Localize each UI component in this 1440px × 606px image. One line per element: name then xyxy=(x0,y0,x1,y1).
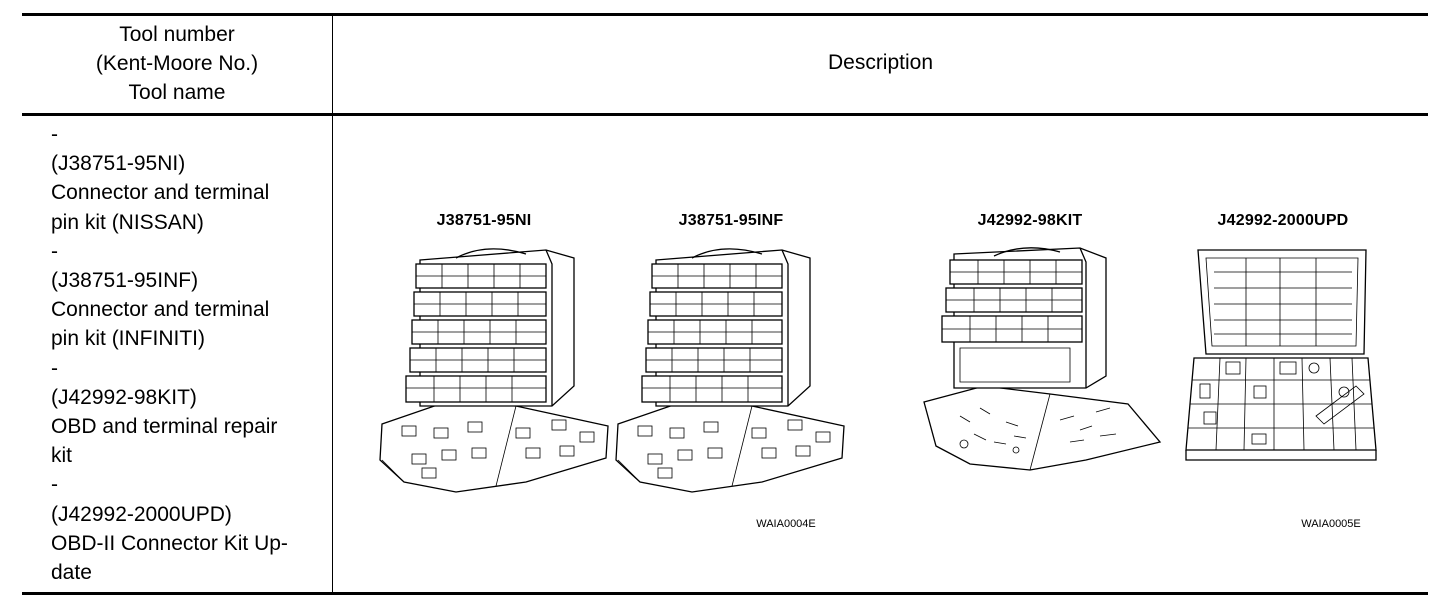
tool-line: pin kit (NISSAN) xyxy=(51,210,204,234)
tool-line: date xyxy=(51,561,92,585)
tool-list: - (J38751-95NI) Connector and terminal p… xyxy=(51,120,321,587)
connector-tray-illustration xyxy=(1185,249,1377,461)
figure-label-j42992-2000upd: J42992-2000UPD xyxy=(1217,212,1349,229)
tool-column-header: Tool number (Kent-Moore No.) Tool name xyxy=(22,20,332,107)
figure-label-j38751-95ni: J38751-95NI xyxy=(436,212,532,229)
tool-line: (J38751-95NI) xyxy=(51,152,186,176)
tool-line: - xyxy=(51,239,58,263)
organizer-case-illustration xyxy=(615,248,845,493)
tool-line: - xyxy=(51,473,58,497)
table-top-rule xyxy=(22,13,1428,16)
tool-line: (J38751-95INF) xyxy=(51,269,199,293)
tool-line: - xyxy=(51,356,58,380)
repair-kit-illustration xyxy=(923,247,1162,471)
tool-line: kit xyxy=(51,444,72,468)
tool-header-line: Tool name xyxy=(128,81,226,104)
tool-line: (J42992-98KIT) xyxy=(51,385,197,409)
tool-line: Connector and terminal xyxy=(51,298,270,322)
organizer-case-illustration xyxy=(379,248,609,493)
tool-line: OBD and terminal repair xyxy=(51,415,278,439)
table-header-rule xyxy=(22,113,1428,116)
column-divider xyxy=(332,14,333,594)
figure-code-right: WAIA0005E xyxy=(1301,518,1361,530)
tool-line: OBD-II Connector Kit Up- xyxy=(51,531,288,555)
figure-label-j42992-98kit: J42992-98KIT xyxy=(977,212,1083,229)
tool-line: (J42992-2000UPD) xyxy=(51,502,232,526)
description-column-header: Description xyxy=(827,51,934,74)
tool-line: Connector and terminal xyxy=(51,181,270,205)
tool-header-line: Tool number xyxy=(119,23,235,46)
table-bottom-rule xyxy=(22,592,1428,595)
tool-line: pin kit (INFINITI) xyxy=(51,327,206,351)
figure-label-j38751-95inf: J38751-95INF xyxy=(678,212,784,229)
tool-header-line: (Kent-Moore No.) xyxy=(95,52,259,75)
figure-code-left: WAIA0004E xyxy=(756,518,816,530)
tool-line: - xyxy=(51,123,58,146)
